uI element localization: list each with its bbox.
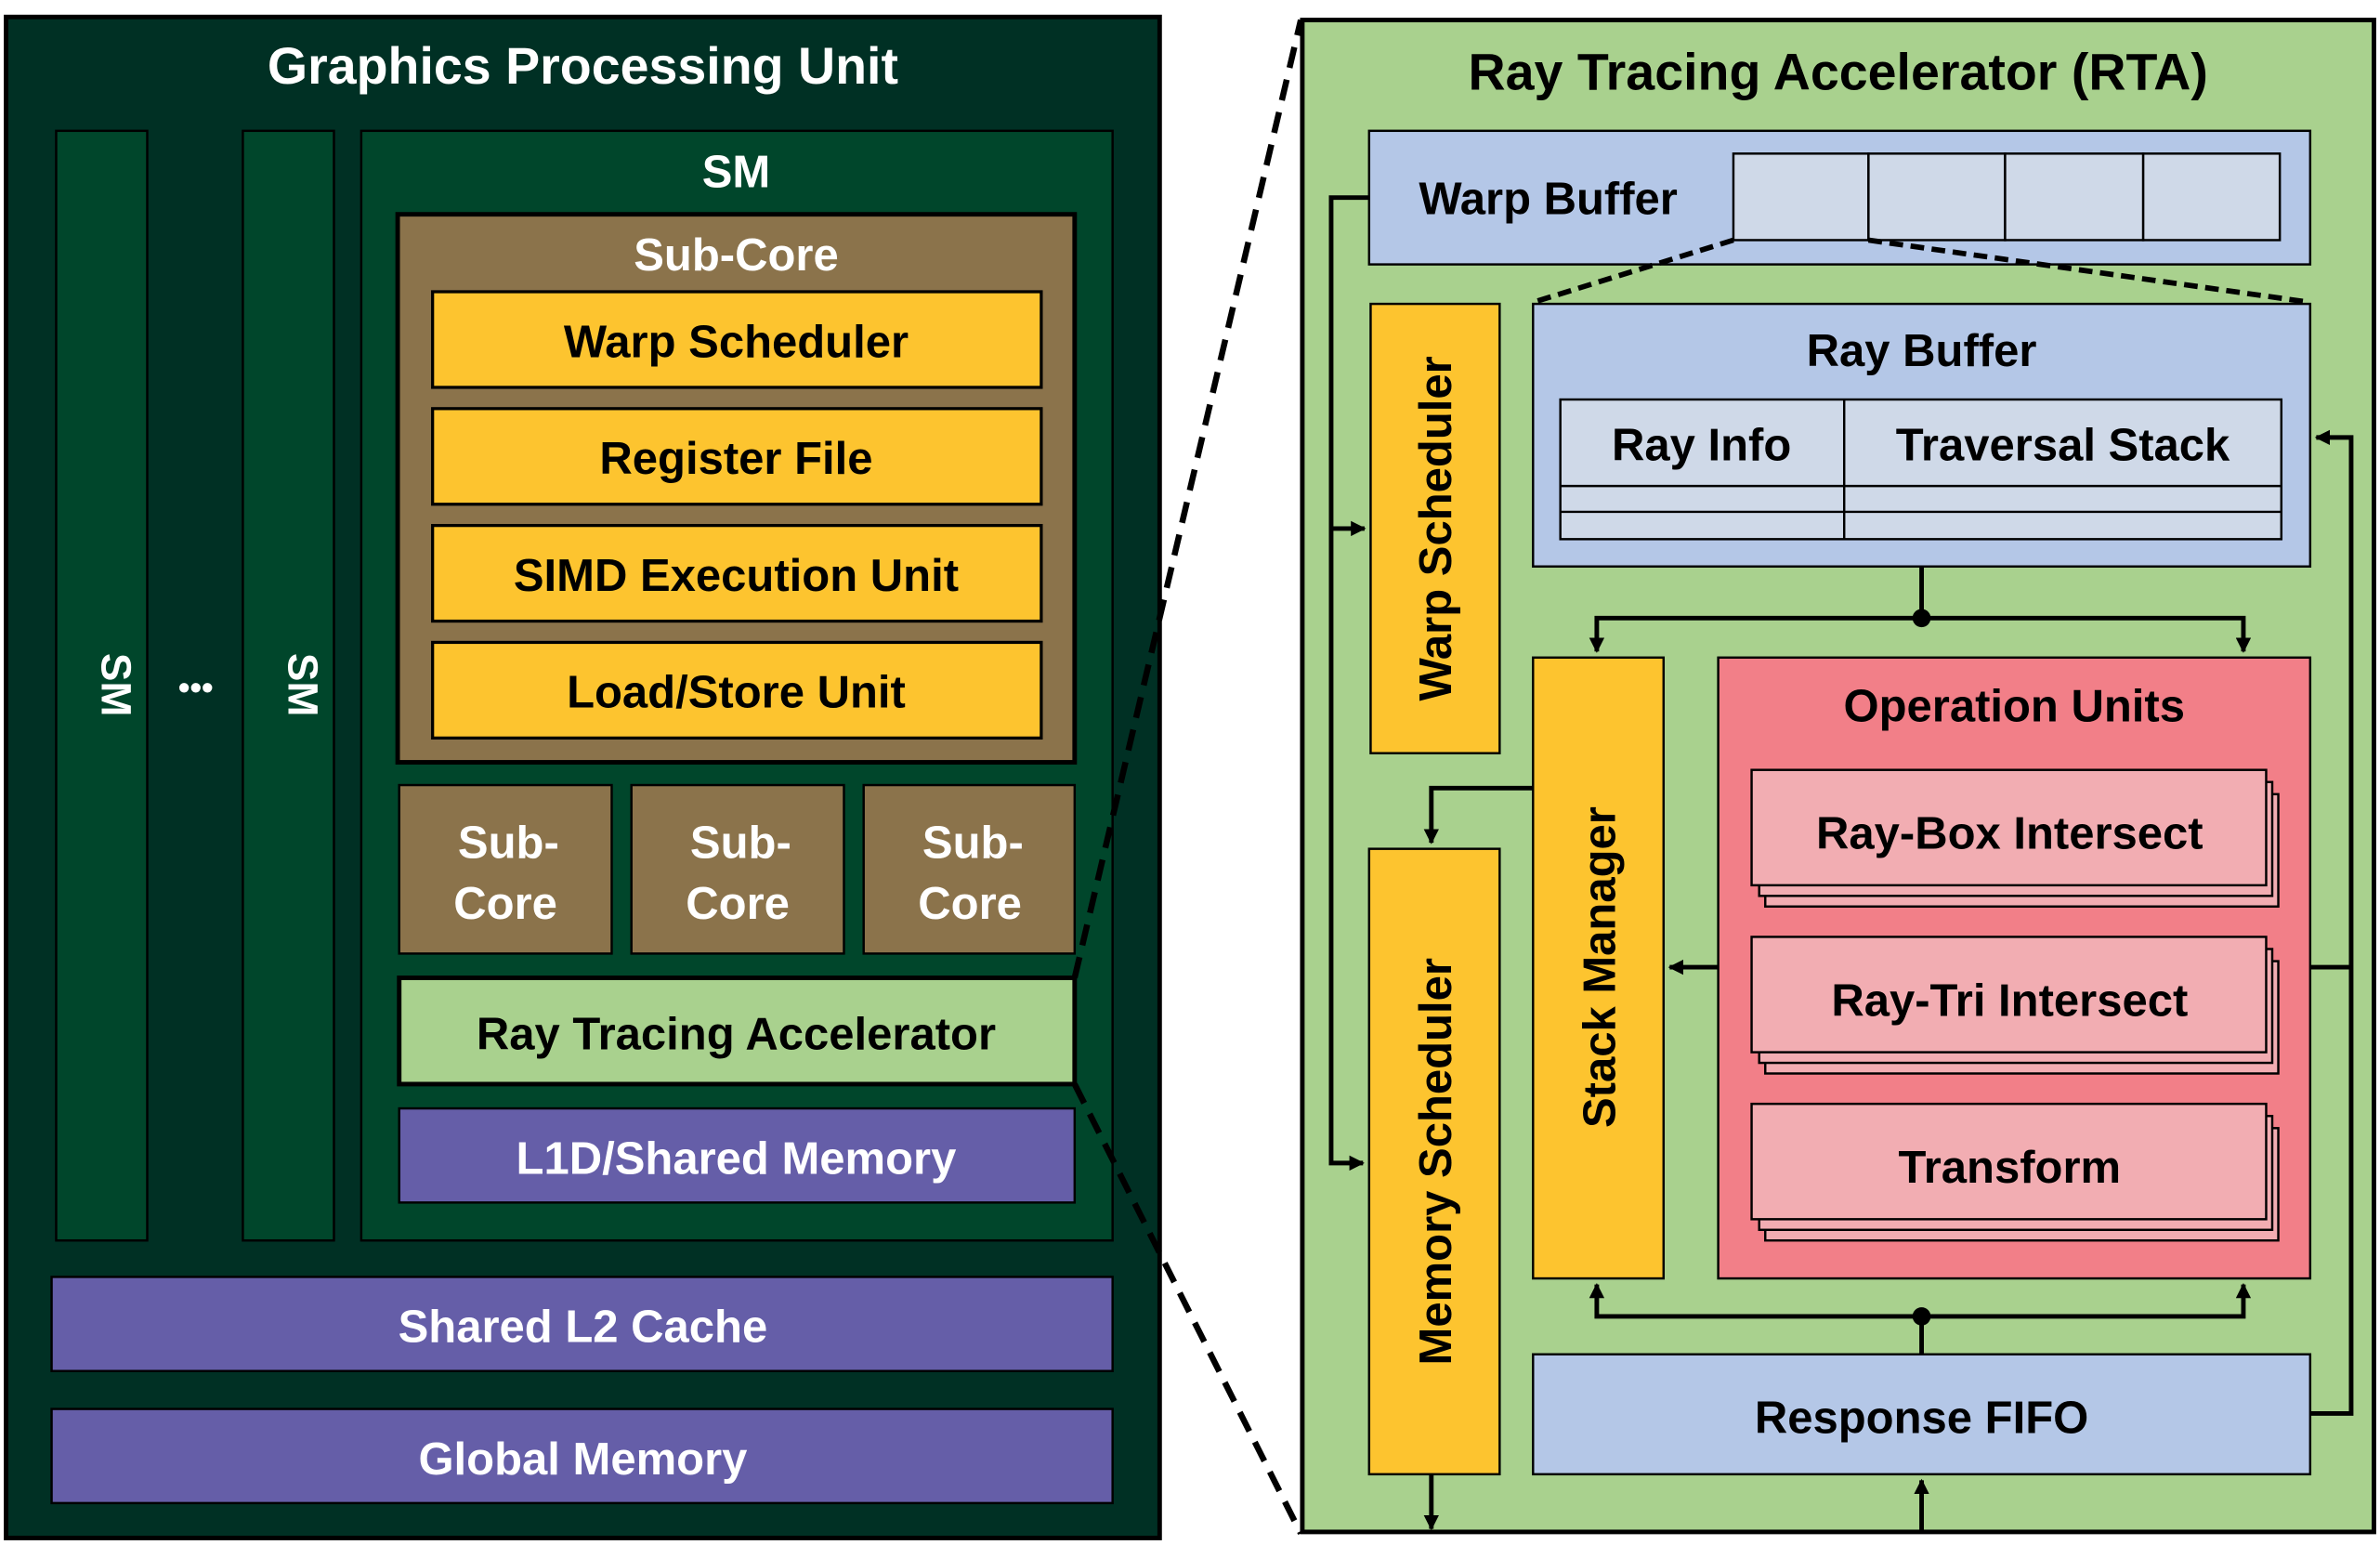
- gpu-panel: Graphics Processing Unit SM ••• SM SM Su…: [4, 14, 1162, 1540]
- traversal-stack-column-header: Traversal Stack: [1896, 420, 2230, 470]
- small-subcore-label-line1: Sub-: [922, 818, 1024, 868]
- ray-tri-intersect-label: Ray-Tri Intersect: [1831, 975, 2188, 1026]
- junction-dot-bottom: [1912, 1307, 1931, 1326]
- register-file-unit: [431, 407, 1043, 506]
- ray-box-intersect-unit: Ray-Box Intersect: [1750, 768, 2280, 908]
- sm-rta-block: [397, 975, 1078, 1087]
- sm-column-1-label: SM: [92, 653, 139, 717]
- l1d-shared-memory-label: L1D/Shared Memory: [517, 1133, 957, 1184]
- connector-right-loop: [2309, 429, 2354, 1416]
- sm-ellipsis: •••: [178, 668, 214, 706]
- sm-column-2-label: SM: [279, 653, 326, 717]
- rta-warp-scheduler: [1369, 302, 1501, 754]
- global-memory-label: Global Memory: [418, 1434, 747, 1485]
- ray-buffer-callout-line-left: [1532, 237, 1734, 306]
- connectors: [1328, 195, 2354, 1532]
- operation-units-title: Operation Units: [1843, 681, 2185, 731]
- ray-buffer-callout-line-right: [1867, 237, 2311, 306]
- simd-execution-unit-label: SIMD Execution Unit: [514, 551, 959, 601]
- connector-to-operation-units-bottom: [1921, 1282, 2252, 1319]
- response-fifo: [1532, 1353, 2312, 1476]
- ray-buffer-table: Ray Info Traversal Stack: [1559, 398, 2283, 541]
- connector-warp-buffer-bus: [1328, 195, 1369, 1172]
- gpu-title: Graphics Processing Unit: [268, 37, 898, 95]
- connector-to-stack-manager-bottom: [1589, 1282, 1922, 1319]
- memory-scheduler: [1367, 847, 1501, 1476]
- small-subcore-label-line2: Core: [453, 879, 557, 929]
- subcore-title: Sub-Core: [634, 230, 839, 281]
- small-subcore-label-line2: Core: [686, 879, 790, 929]
- small-subcore: Sub- Core: [630, 783, 845, 955]
- register-file-unit-label: Register File: [599, 434, 872, 484]
- load-store-unit: [431, 640, 1043, 740]
- connector-to-stack-manager-top: [1589, 615, 1922, 653]
- rta-title: Ray Tracing Accelerator (RTA): [1468, 44, 2207, 101]
- ray-info-column-header: Ray Info: [1612, 420, 1791, 470]
- ray-box-intersect-label: Ray-Box Intersect: [1816, 809, 2203, 859]
- transform-label: Transform: [1899, 1143, 2122, 1193]
- connector-stack-to-memory: [1423, 785, 1534, 844]
- sm-column-1: [55, 129, 149, 1242]
- transform-unit: Transform: [1750, 1102, 2280, 1242]
- l1d-shared-memory: [398, 1106, 1077, 1204]
- stack-manager-label: Stack Manager: [1576, 806, 1626, 1128]
- zoom-callout-line-bottom: [1071, 1082, 1304, 1536]
- ray-buffer-title: Ray Buffer: [1807, 326, 2037, 376]
- shared-l2-cache: [50, 1276, 1114, 1372]
- small-subcore-label-line1: Sub-: [458, 818, 559, 868]
- load-store-unit-label: Load/Store Unit: [567, 668, 906, 718]
- warp-buffer-slot: [1867, 152, 2007, 242]
- warp-buffer-slot: [2004, 152, 2145, 242]
- junction-dot-top: [1912, 609, 1931, 628]
- memory-scheduler-label: Memory Scheduler: [1411, 958, 1461, 1365]
- small-subcore-label-line1: Sub-: [690, 818, 791, 868]
- connector-to-operation-units-top: [1921, 615, 2252, 653]
- simd-execution-unit: [431, 524, 1043, 623]
- warp-buffer-slots: [1732, 152, 2282, 242]
- rta-panel: Ray Tracing Accelerator (RTA) Warp Buffe…: [1300, 18, 2376, 1535]
- sm-rta-label: Ray Tracing Accelerator: [477, 1009, 996, 1059]
- rta-warp-scheduler-label: Warp Scheduler: [1411, 356, 1461, 700]
- sm-column-2: [242, 129, 335, 1242]
- shared-l2-cache-label: Shared L2 Cache: [399, 1303, 768, 1353]
- warp-scheduler-unit: [431, 290, 1043, 389]
- warp-scheduler-unit-label: Warp Scheduler: [564, 317, 909, 367]
- small-subcore: Sub- Core: [398, 783, 613, 955]
- sm-title: SM: [702, 147, 771, 197]
- stack-manager: [1532, 656, 1666, 1280]
- small-subcore-label-line2: Core: [918, 879, 1022, 929]
- zoom-callout-line-top: [1071, 19, 1304, 979]
- warp-buffer-label: Warp Buffer: [1419, 175, 1678, 225]
- warp-buffer-slot: [2141, 152, 2282, 242]
- global-memory: [50, 1407, 1114, 1505]
- response-fifo-label: Response FIFO: [1755, 1394, 2088, 1444]
- ray-tri-intersect-unit: Ray-Tri Intersect: [1750, 936, 2280, 1075]
- warp-buffer-slot: [1732, 152, 1870, 242]
- small-subcore: Sub- Core: [862, 783, 1077, 955]
